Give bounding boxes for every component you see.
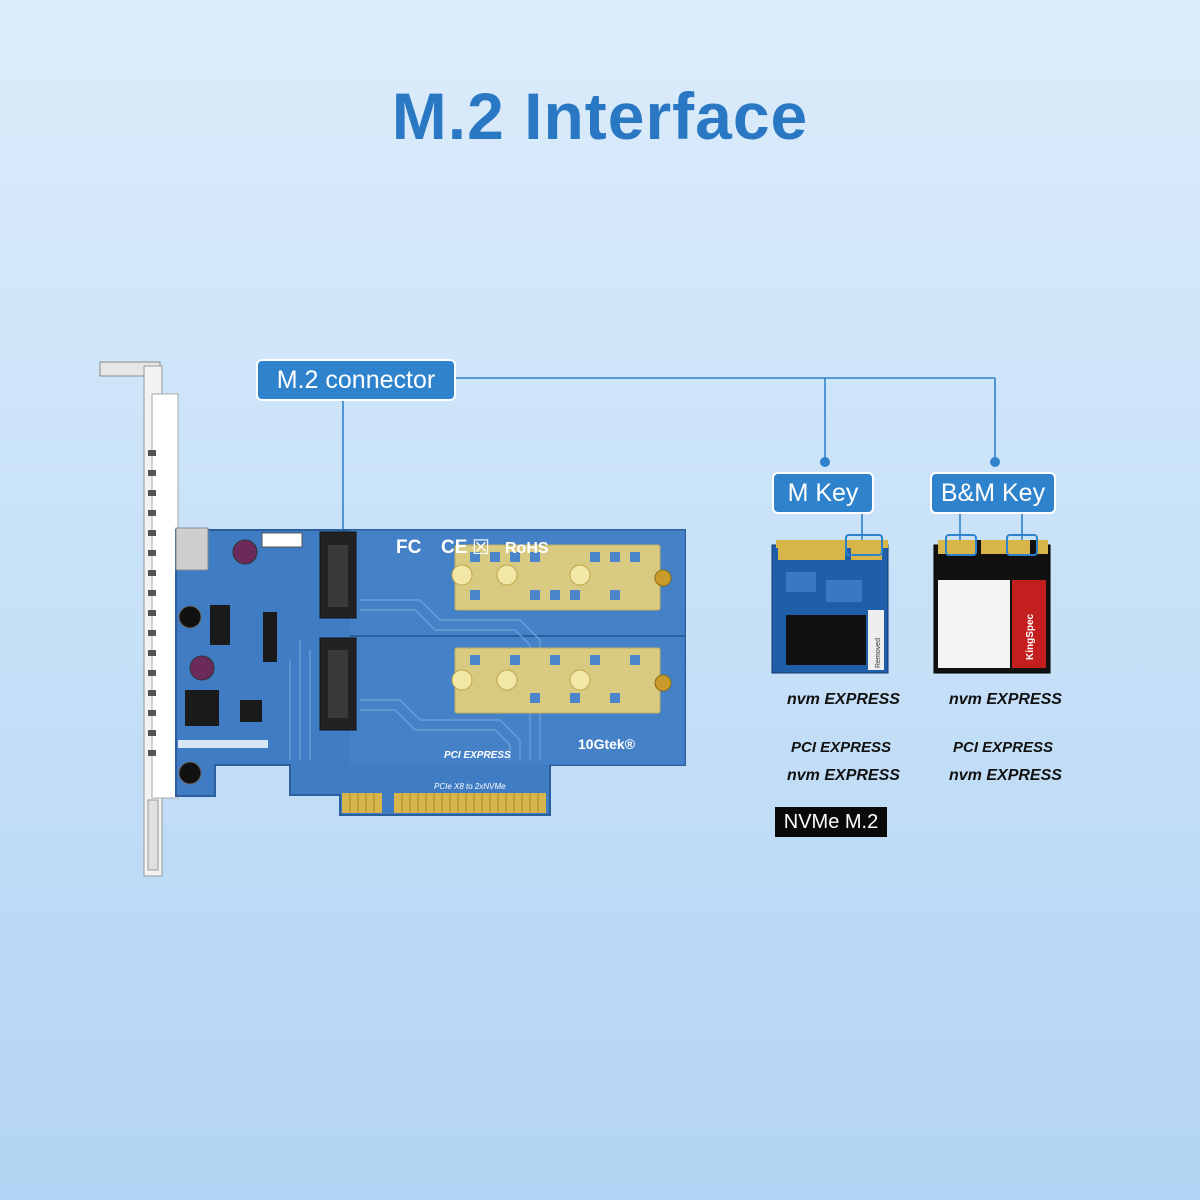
ssd-bm-logo-2: PCI EXPRESS [953,739,1053,756]
ssd-bm-logo-3: nvm EXPRESS [949,767,1062,784]
label-bm-key: B&M Key [930,472,1056,514]
ssd-m-logo-2: PCI EXPRESS [791,739,891,756]
label-m-key: M Key [772,472,874,514]
ssd-m-sticker: Removed [875,638,882,668]
cert-rohs: RoHS [505,540,549,557]
card-model: PCIe X8 to 2xNVMe [434,782,506,791]
ssd-bm-logo-1: nvm EXPRESS [949,691,1062,708]
cert-fc: FC [396,537,422,558]
weee-icon: ☒ [472,537,490,559]
ssd-m-logo-3: nvm EXPRESS [787,767,900,784]
pci-express-logo: PCI EXPRESS [444,750,511,761]
cert-ce: CE [441,537,467,558]
page-title: M.2 Interface [391,79,809,153]
ssd-bm-brand: KingSpec [1025,613,1036,660]
label-m2-connector: M.2 connector [256,359,456,401]
nvme-m2-badge: NVMe M.2 [775,807,887,837]
card-brand: 10Gtek® [578,736,636,752]
ssd-m-logo-1: nvm EXPRESS [787,691,900,708]
